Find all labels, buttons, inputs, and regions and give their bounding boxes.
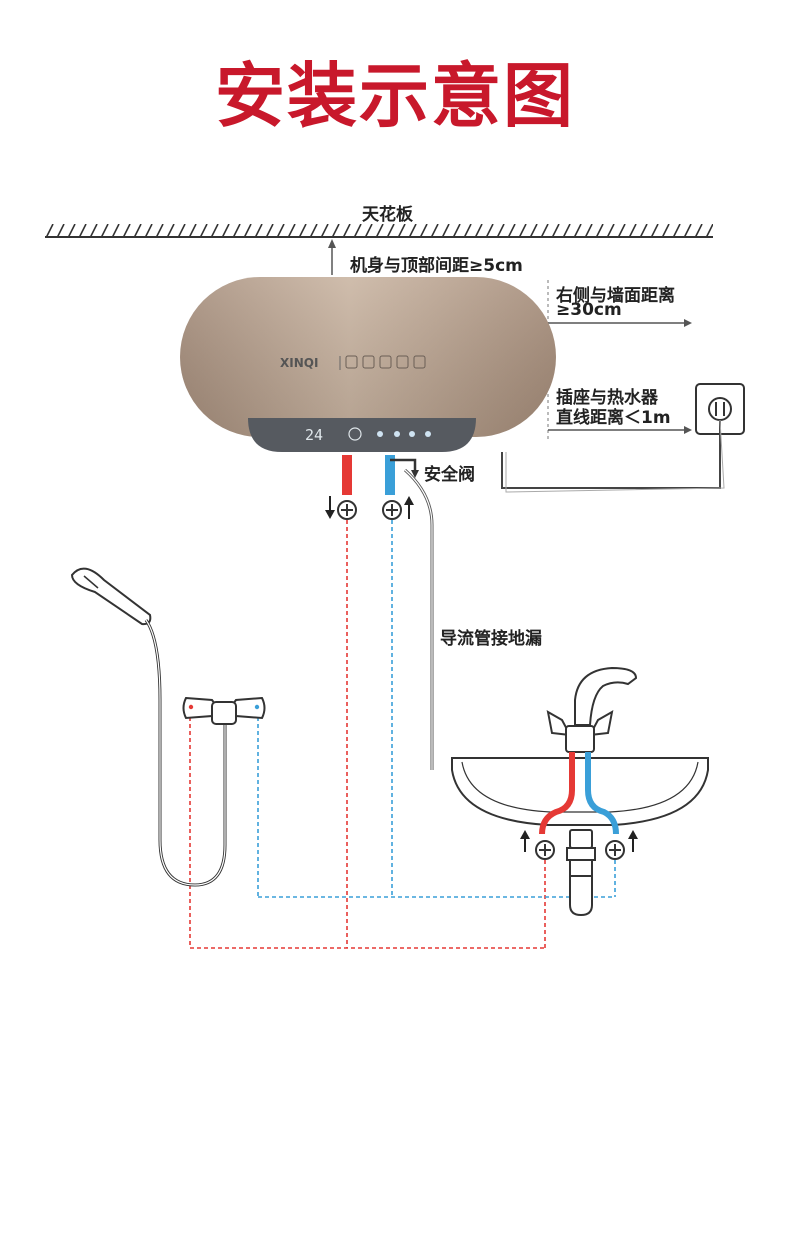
- display-temperature: 24: [305, 426, 323, 444]
- wall-socket: [695, 383, 745, 435]
- cold-up-arrow-icon: [404, 496, 414, 519]
- ceiling: [45, 224, 713, 238]
- hot-water-lines: [189, 520, 546, 949]
- basin-hot-valve: [535, 840, 555, 860]
- hot-outlet-pipe: [342, 455, 352, 495]
- basin-hot-hose: [539, 752, 575, 835]
- basin-hot-up-arrow-icon: [520, 830, 530, 852]
- top-gap-arrow: [328, 239, 336, 275]
- cold-inlet-pipe: [385, 455, 395, 495]
- control-panel: [248, 418, 476, 452]
- wash-basin: [451, 757, 709, 826]
- panel-button: [394, 431, 400, 437]
- heater-hot-valve: [337, 500, 357, 520]
- safety-valve: [390, 458, 419, 478]
- panel-button: [409, 431, 415, 437]
- power-cable: [501, 420, 721, 489]
- safety-valve-label: 安全阀: [424, 465, 475, 485]
- hot-down-arrow-icon: [325, 496, 335, 519]
- right-gap-label-line2: ≥30cm: [556, 300, 622, 320]
- ceiling-label: 天花板: [362, 205, 413, 225]
- panel-button: [425, 431, 431, 437]
- drain-label: 导流管接地漏: [440, 629, 542, 649]
- water-heater: XINQI 24: [180, 277, 556, 452]
- shower-head: [70, 567, 152, 626]
- basin-faucet: [546, 666, 638, 753]
- basin-cold-valve: [605, 840, 625, 860]
- heater-brand: XINQI: [280, 356, 318, 370]
- top-icon-row: [345, 355, 426, 369]
- right-gap-label-line1: 右侧与墙面距离: [556, 286, 675, 306]
- socket-label-line2: 直线距离＜1m: [556, 408, 671, 428]
- basin-cold-up-arrow-icon: [628, 830, 638, 852]
- power-icon: [348, 427, 362, 441]
- page-title: 安装示意图: [215, 55, 575, 137]
- socket-label-line1: 插座与热水器: [556, 388, 658, 408]
- drain-trap: [566, 829, 596, 917]
- power-cable-edge: [505, 419, 725, 493]
- top-gap-label: 机身与顶部间距≥5cm: [350, 256, 523, 276]
- panel-button: [377, 431, 383, 437]
- heater-cold-valve: [382, 500, 402, 520]
- shower-mixer-valve: [182, 696, 266, 725]
- cold-water-lines: [257, 520, 616, 898]
- basin-cold-hose: [585, 752, 619, 835]
